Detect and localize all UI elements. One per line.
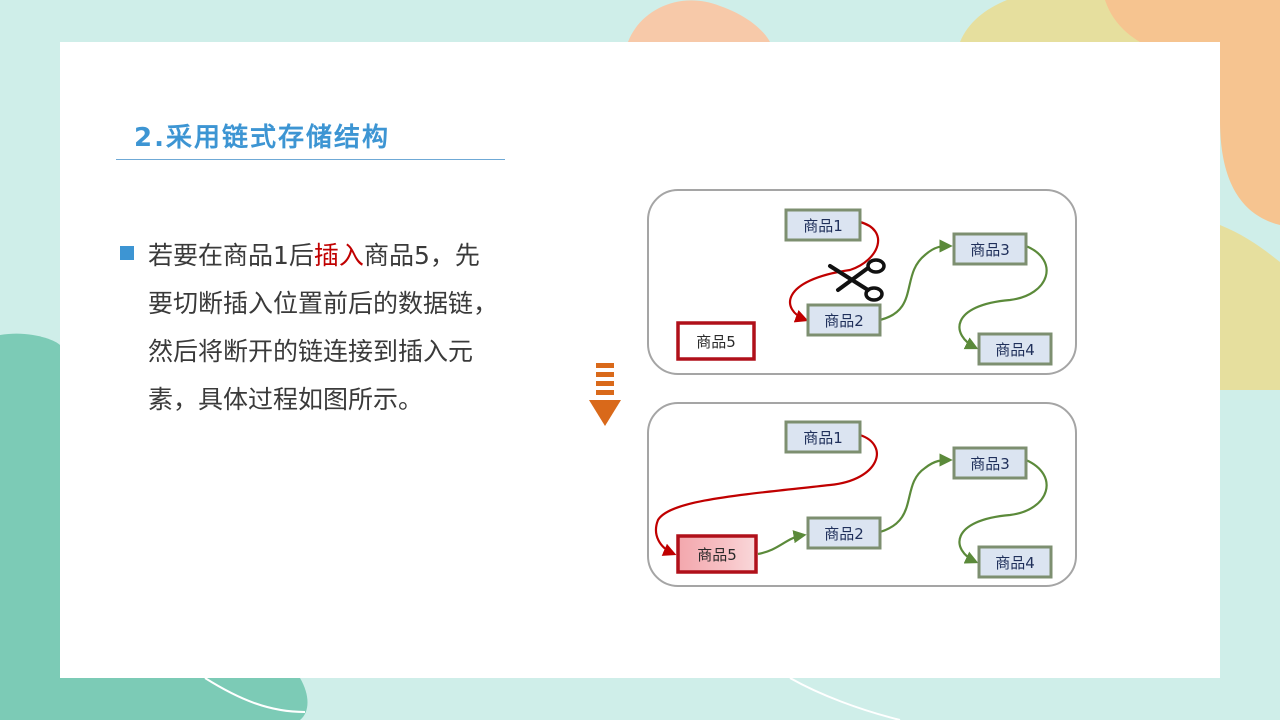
node-label: 商品1 [803,217,843,235]
before-node-2: 商品2 [806,303,882,337]
link-5-2-green [757,530,807,556]
node-label: 商品3 [970,241,1010,259]
green-wave-bottom [0,678,308,720]
link-2-3-green-after [879,453,953,534]
section-title: 2.采用链式存储结构 [134,123,390,153]
before-node-3: 商品3 [952,232,1028,266]
after-node-1: 商品1 [784,420,862,454]
after-node-3: 商品3 [952,446,1028,480]
text-before: 若要在商品1后 [148,241,314,270]
after-node-5: 商品5 [676,534,758,574]
linked-list-diagram: 商品1 商品2 商品3 商品4 商品5 [589,189,1077,587]
after-node-4: 商品4 [977,545,1053,579]
node-label: 商品5 [696,333,736,351]
node-label: 商品4 [995,341,1035,359]
node-label: 商品4 [995,554,1035,572]
scissors-icon [828,258,886,302]
before-node-1: 商品1 [784,208,862,242]
green-blob-left [0,333,60,678]
node-label: 商品2 [824,525,864,543]
body-paragraph: 若要在商品1后插入商品5，先要切断插入位置前后的数据链，然后将断开的链连接到插入… [148,232,498,424]
wave-line [204,677,306,713]
yellow-side [1220,225,1280,390]
peach-blob [628,0,770,42]
before-node-5: 商品5 [676,321,756,361]
text-after: 商品5，先要切断插入位置前后的数据链，然后将断开的链连接到插入元素，具体过程如图… [148,241,499,414]
node-label: 商品5 [697,546,737,564]
bullet-square-icon [120,246,134,260]
node-label: 商品1 [803,429,843,447]
down-arrow-icon [589,363,621,426]
node-label: 商品2 [824,312,864,330]
orange-blob [1105,0,1280,225]
link-3-4-green-after [958,458,1048,564]
highlight-word: 插入 [313,241,364,270]
link-2-3-green [879,239,953,322]
wave-line-right [789,677,901,720]
link-1-5-red [654,433,878,556]
link-1-2-red [789,220,880,323]
before-node-4: 商品4 [977,332,1053,366]
node-label: 商品3 [970,455,1010,473]
link-3-4-green [958,244,1048,350]
title-underline [116,159,505,160]
after-node-2: 商品2 [806,516,882,550]
